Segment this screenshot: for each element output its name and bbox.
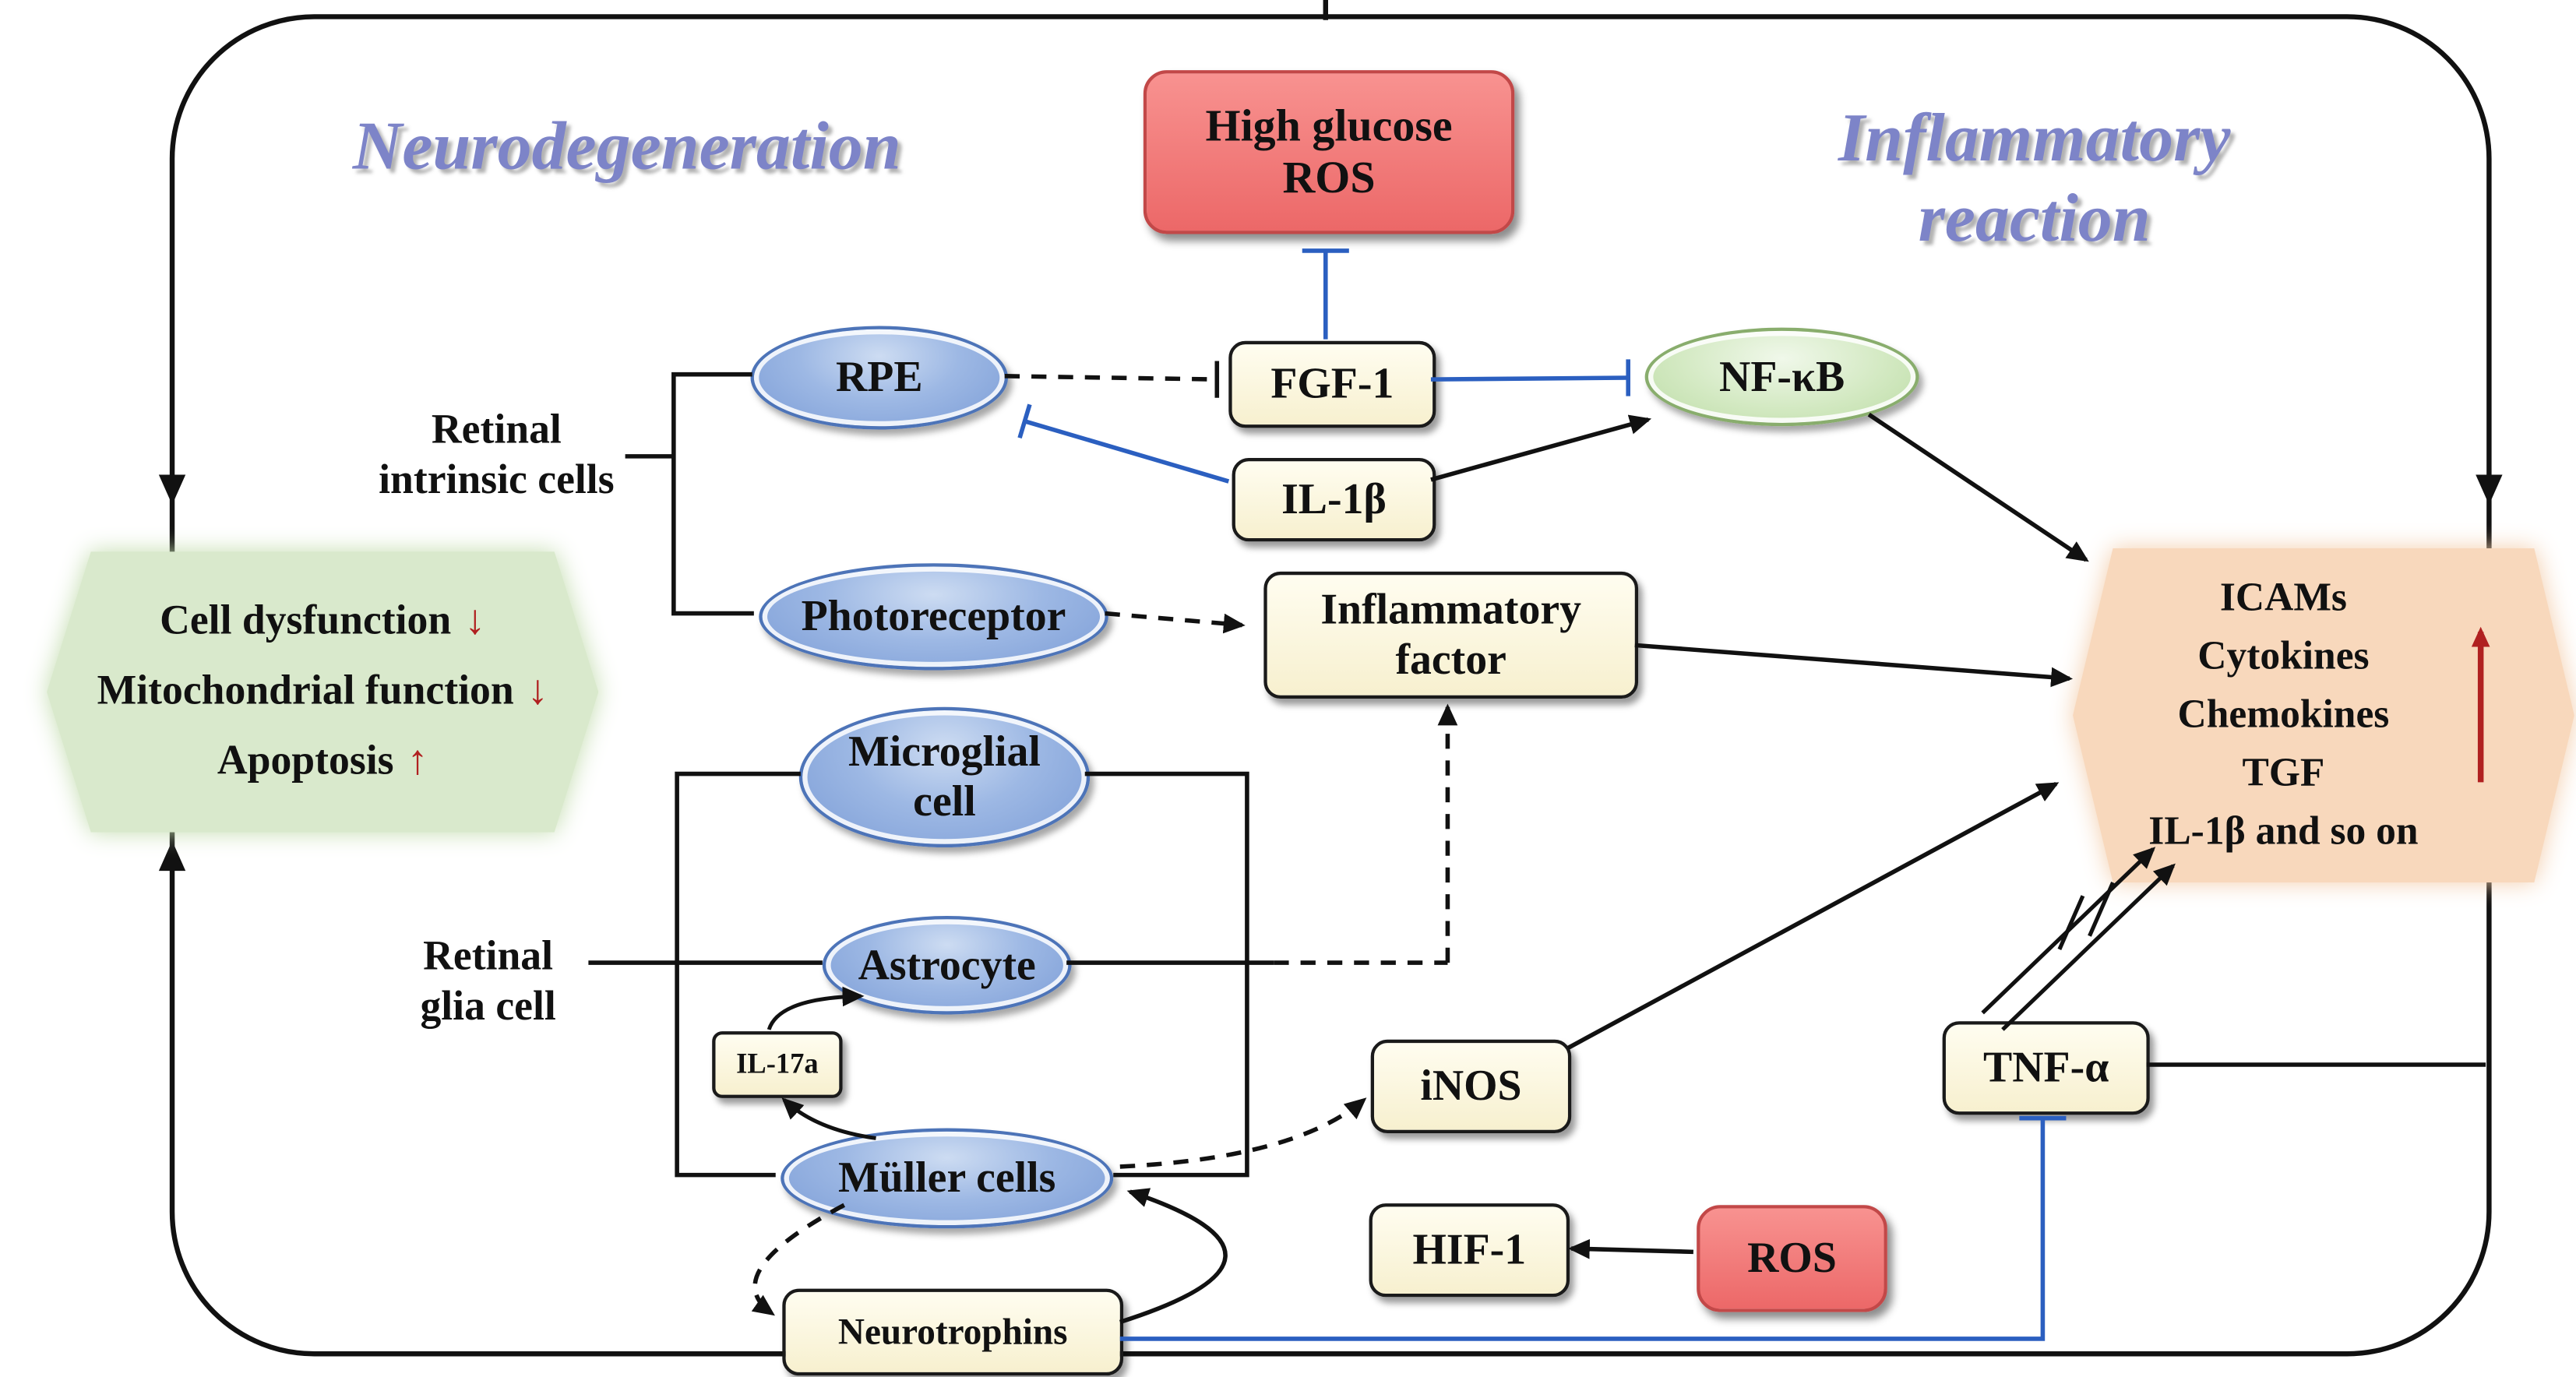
border-arrow-right-down-icon <box>2476 474 2503 505</box>
title-inflammatory-reaction: Inflammatory reaction <box>1838 98 2231 256</box>
hexagon-green-shape: Cell dysfunction ↓ Mitochondrial function… <box>47 551 599 833</box>
node-ros: ROS <box>1697 1205 1887 1312</box>
hex-outcome-row: Apoptosis ↑ <box>217 727 428 798</box>
node-hif1: HIF-1 <box>1369 1203 1570 1298</box>
edge-fgf1-inhibits-nfkb <box>1430 359 1630 396</box>
up-arrow-icon: ↑ <box>407 738 428 784</box>
label-retinal-intrinsic-cells: Retinal intrinsic cells <box>379 407 615 503</box>
node-photoreceptor: Photoreceptor <box>759 563 1108 671</box>
node-nfkb: NF-κB <box>1644 327 1919 427</box>
edge-muller-to-inos <box>1119 1097 1367 1169</box>
edge-inos-to-mediators <box>1566 782 2060 1050</box>
mediator-text: ICAMs <box>2219 576 2347 620</box>
edge-il17a-to-astrocyte <box>766 986 865 1030</box>
edge-inflammatory-factor-to-mediators <box>1634 643 2074 688</box>
node-rpe: RPE <box>750 326 1009 430</box>
edge-photoreceptor-to-inflammatory-factor <box>1105 611 1246 634</box>
mediator-text: IL-1β and so on <box>2148 809 2419 854</box>
node-inflammatory-factor: Inflammatory factor <box>1263 571 1639 699</box>
title-neurodegeneration: Neurodegeneration <box>352 107 901 184</box>
node-il1b: IL-1β <box>1232 458 1436 542</box>
bracket-glia-right <box>1084 771 1249 1178</box>
slash-mark <box>2057 895 2085 950</box>
label-retinal-glia-cell: Retinal glia cell <box>420 934 556 1030</box>
node-high-glucose-ros: High glucose ROS <box>1143 70 1515 234</box>
edge-muller-to-il17a <box>781 1097 876 1140</box>
hexagon-inflammatory-mediators: ICAMs Cytokines Chemokines TGF IL-1β and… <box>2073 548 2574 883</box>
outcome-text: Apoptosis <box>217 738 394 784</box>
outcome-text: Mitochondrial function <box>97 668 514 714</box>
edge-ros-to-hif1 <box>1567 1238 1693 1259</box>
node-il17a: IL-17a <box>712 1031 843 1098</box>
edge-astrocyte-to-inflammatory-factor <box>1066 703 1458 965</box>
node-inos: iNOS <box>1370 1039 1572 1133</box>
hexagon-peach-shape: ICAMs Cytokines Chemokines TGF IL-1β and… <box>2073 548 2574 883</box>
slash-mark <box>2088 882 2115 937</box>
node-microglial-cell: Microglial cell <box>798 706 1091 848</box>
mediator-text: Chemokines <box>2177 692 2390 737</box>
mediator-text: TGF <box>2242 751 2325 795</box>
outcome-text: Cell dysfunction <box>160 598 452 644</box>
bracket-glia-left <box>588 771 823 1178</box>
node-neurotrophins: Neurotrophins <box>782 1288 1124 1376</box>
edge-nfkb-to-mediators <box>1867 412 2089 562</box>
edge-neurotrophins-inhibits-tnfa <box>1119 1115 2067 1341</box>
hex-outcome-row: Cell dysfunction ↓ <box>160 586 485 657</box>
down-arrow-icon: ↓ <box>527 668 548 714</box>
edge-il1b-activates-nfkb <box>1430 414 1652 482</box>
hex-outcome-row: Mitochondrial function ↓ <box>97 657 548 727</box>
edge-fgf1-inhibits-highglucose <box>1302 248 1349 340</box>
border-arrow-left-down-icon <box>158 474 186 505</box>
hexagon-neurodegeneration-outcomes: Cell dysfunction ↓ Mitochondrial function… <box>47 551 599 833</box>
down-arrow-icon: ↓ <box>464 598 486 644</box>
edge-neurotrophins-to-muller <box>1119 1188 1228 1325</box>
bracket-intrinsic-cells <box>625 372 754 616</box>
node-muller-cells: Müller cells <box>781 1128 1114 1229</box>
node-astrocyte: Astrocyte <box>822 916 1072 1015</box>
edge-rpe-inhibits-fgf1 <box>1004 361 1220 398</box>
mediator-text: Cytokines <box>2197 634 2370 678</box>
node-tnf-alpha: TNF-α <box>1942 1021 2150 1115</box>
node-fgf1: FGF-1 <box>1228 340 1436 428</box>
edge-il1b-inhibits-rpe <box>1017 403 1230 484</box>
border-arrow-left-up-icon <box>158 840 186 872</box>
